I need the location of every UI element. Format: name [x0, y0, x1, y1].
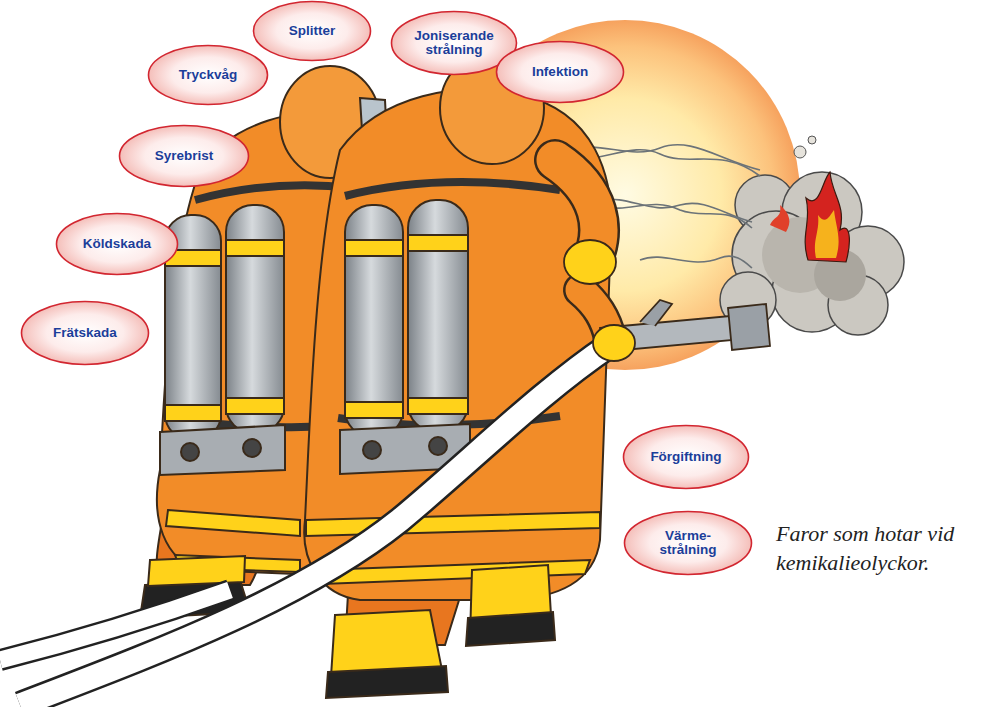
valve: [181, 443, 199, 461]
boot-sole: [326, 666, 448, 698]
wire: [600, 199, 752, 222]
hose: [20, 345, 610, 705]
text-holder: Värme- strålning: [623, 510, 753, 576]
valve: [243, 439, 261, 457]
wire: [600, 204, 752, 228]
flame: [770, 205, 789, 232]
ellipse-shape: [625, 512, 752, 575]
tank-band: [226, 398, 284, 414]
smoke-wisp: [808, 136, 816, 144]
tank-band: [345, 240, 403, 256]
flame: [805, 172, 849, 262]
tank-band: [408, 398, 468, 414]
boot-top: [148, 556, 245, 586]
ellipse-shape: [22, 302, 149, 365]
hazard-ellipse: Splitter: [252, 0, 372, 62]
tank-band: [408, 235, 468, 251]
hazard-ellipse: Syrebrist: [118, 124, 250, 188]
hazard-label: Splitter: [289, 24, 336, 38]
valve: [363, 441, 381, 459]
hazard-label: Förgiftning: [650, 450, 721, 464]
ellipse-shape: [57, 214, 178, 275]
reflective-stripe: [306, 512, 600, 536]
text-holder: Syrebrist: [118, 124, 250, 188]
reflective-stripe: [166, 510, 300, 536]
air-tank: [226, 205, 284, 433]
text-holder: Splitter: [252, 0, 372, 62]
ellipse-shape: [120, 126, 249, 187]
text-holder: Infektion: [495, 40, 625, 104]
wire: [640, 256, 752, 268]
ellipse-shape: [254, 2, 371, 61]
hazard-label: Värme- strålning: [641, 529, 735, 557]
hazard-ellipse: Frätskada: [20, 300, 150, 366]
tank-band: [226, 240, 284, 256]
hazard-ellipse: Värme- strålning: [623, 510, 753, 576]
figure-caption: Faror som hotar vid kemikalieolyckor.: [776, 520, 994, 577]
text-holder: Köldskada: [55, 212, 179, 276]
air-tank: [345, 205, 403, 437]
ellipse-shape: [624, 426, 749, 489]
text-holder: Tryckvåg: [147, 44, 269, 106]
hazard-label: Köldskada: [83, 237, 151, 251]
strap: [345, 182, 560, 196]
tank-band: [345, 402, 403, 418]
suit-body: [304, 90, 612, 600]
flame-core: [815, 210, 839, 258]
hazard-label: Joniserande strålning: [408, 29, 500, 57]
ellipse-shape: [497, 42, 624, 103]
hazard-label: Infektion: [532, 65, 588, 79]
glove: [564, 240, 616, 284]
valve: [429, 437, 447, 455]
hazard-label: Tryckvåg: [179, 68, 238, 82]
hose-outline: [0, 590, 230, 660]
hazard-ellipse: Förgiftning: [622, 424, 750, 490]
hose: [0, 590, 230, 660]
text-holder: Frätskada: [20, 300, 150, 366]
nozzle-lever: [640, 300, 672, 326]
smoke-wisp: [794, 146, 806, 158]
hazard-ellipse: Tryckvåg: [147, 44, 269, 106]
tank-bracket: [160, 425, 285, 475]
hazard-ellipse: Infektion: [495, 40, 625, 104]
ellipse-shape: [149, 46, 268, 105]
hose-outline: [20, 345, 610, 705]
air-tank: [408, 200, 468, 432]
hazard-label: Frätskada: [53, 326, 117, 340]
nozzle-tip: [728, 304, 770, 350]
hazard-ellipse: Köldskada: [55, 212, 179, 276]
boot-sole: [466, 612, 555, 646]
text-holder: Förgiftning: [622, 424, 750, 490]
glove: [593, 325, 635, 361]
hazard-label: Syrebrist: [155, 149, 214, 163]
tank-band: [165, 405, 221, 421]
